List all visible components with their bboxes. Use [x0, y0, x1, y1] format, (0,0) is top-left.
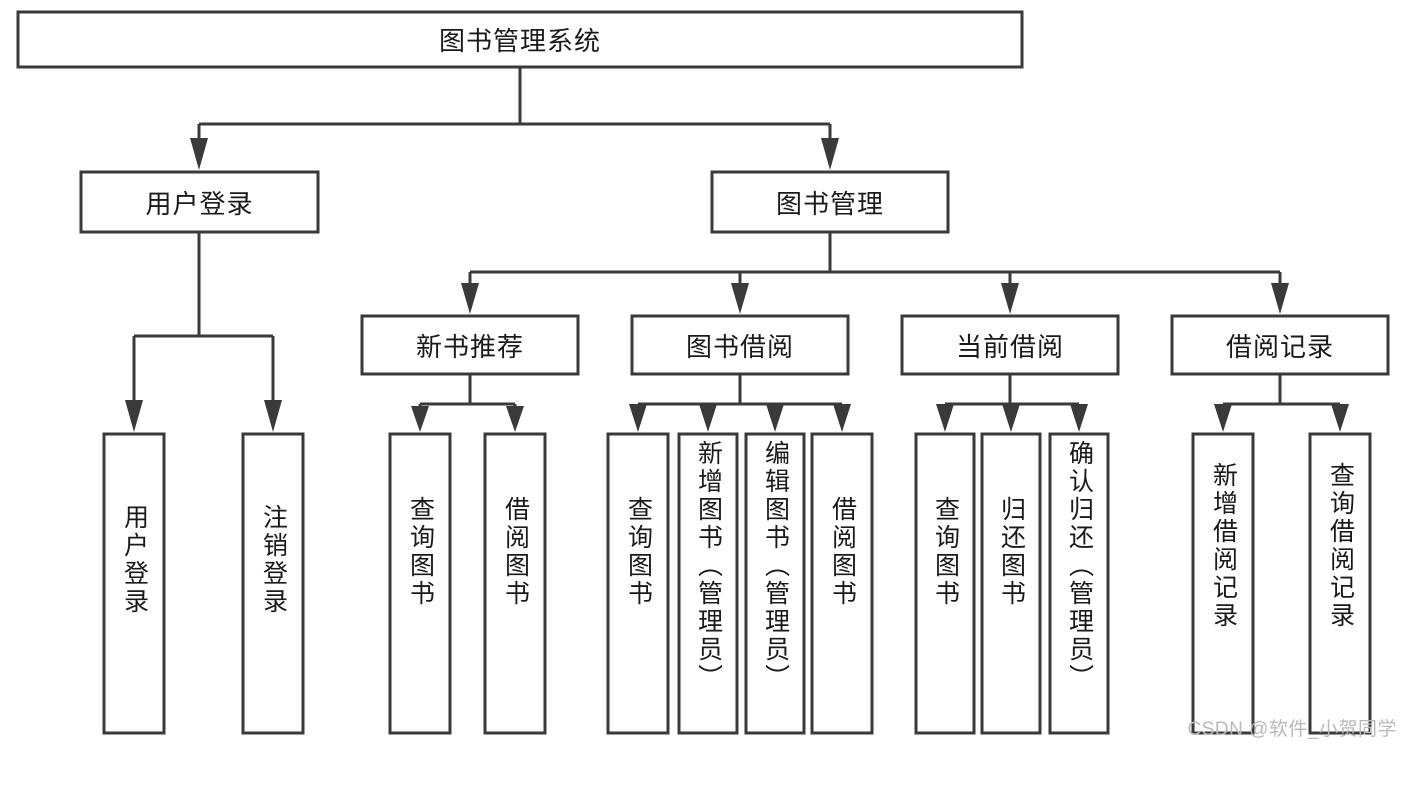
- arrowhead-current-borrow: [1001, 283, 1019, 314]
- arrowhead-leaf-5: [629, 404, 647, 432]
- node-box-layer: [16, 10, 1390, 735]
- arrowhead-leaf-8: [833, 404, 851, 432]
- leaf-box[interactable]: [241, 432, 305, 735]
- leaf-box[interactable]: [1191, 432, 1255, 735]
- arrowhead-new-book-rec: [461, 283, 479, 314]
- leaf-box[interactable]: [388, 432, 452, 735]
- arrowhead-leaf-7: [766, 404, 784, 432]
- connector-layer: [125, 67, 1349, 432]
- arrowhead-book-mgmt: [821, 138, 839, 170]
- arrowhead-leaf-13: [1331, 404, 1349, 432]
- node-book-borrow-box[interactable]: [630, 314, 850, 376]
- arrowhead-leaf-4: [506, 406, 524, 432]
- arrowhead-leaf-11: [1070, 404, 1088, 432]
- arrowhead-leaf-9: [936, 404, 954, 432]
- arrowhead-leaf-12: [1214, 404, 1232, 432]
- node-new-book-recommend-box[interactable]: [360, 314, 580, 376]
- arrowhead-leaf-1: [125, 400, 143, 432]
- leaf-box[interactable]: [1048, 432, 1110, 735]
- node-book-management-box[interactable]: [710, 170, 950, 234]
- node-current-borrow-box[interactable]: [900, 314, 1120, 376]
- leaf-box[interactable]: [102, 432, 166, 735]
- diagram-canvas: [16, 10, 1390, 735]
- leaf-box[interactable]: [810, 432, 874, 735]
- leaf-box[interactable]: [483, 432, 547, 735]
- leaf-box[interactable]: [606, 432, 670, 735]
- arrowhead-leaf-10: [1002, 404, 1020, 432]
- arrowhead-user-login: [190, 138, 208, 170]
- arrowhead-leaf-2: [264, 400, 282, 432]
- leaf-box[interactable]: [980, 432, 1042, 735]
- leaf-box[interactable]: [744, 432, 806, 735]
- arrowhead-book-borrow: [731, 283, 749, 314]
- node-borrow-record-box[interactable]: [1170, 314, 1390, 376]
- node-root-box[interactable]: [16, 10, 1024, 69]
- leaf-box[interactable]: [1308, 432, 1372, 735]
- leaf-box[interactable]: [677, 432, 739, 735]
- arrowhead-leaf-6: [699, 404, 717, 432]
- hierarchy-diagram: 图书管理系统 用户登录 图书管理 新书推荐 图书借阅 当前借阅 借阅记录 用户登…: [16, 10, 1396, 740]
- arrowhead-borrow-record: [1271, 283, 1289, 314]
- arrowhead-leaf-3: [411, 406, 429, 432]
- leaf-box[interactable]: [914, 432, 976, 735]
- node-user-login-box[interactable]: [79, 170, 320, 234]
